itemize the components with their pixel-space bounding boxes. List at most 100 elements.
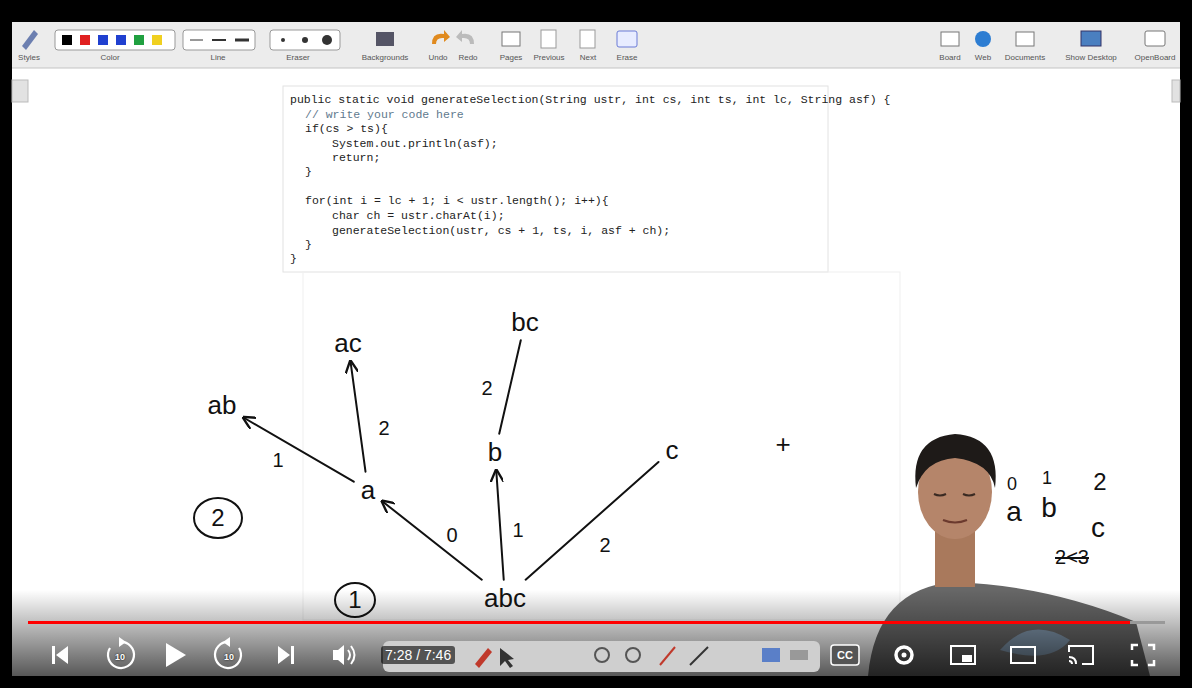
rewind-button bbox=[108, 642, 134, 668]
toolbar-label: Next bbox=[580, 53, 596, 62]
color-swatch bbox=[134, 35, 144, 45]
cast-button bbox=[1069, 646, 1093, 664]
tree-node: bc bbox=[506, 306, 543, 339]
pen-icon bbox=[475, 648, 492, 668]
edge-label: 0 bbox=[444, 524, 459, 546]
erase-icon bbox=[617, 31, 637, 47]
toolbar-label: Show Desktop bbox=[1065, 53, 1117, 62]
node-text: c bbox=[666, 436, 679, 465]
code-line: } bbox=[305, 238, 312, 251]
edge-label: 2 bbox=[479, 377, 494, 399]
next-button bbox=[291, 646, 294, 664]
toolbar-label: Pages bbox=[500, 53, 523, 62]
code-line: public static void generateSelection(Str… bbox=[290, 93, 890, 106]
edge-label: 1 bbox=[510, 519, 525, 541]
color-swatch bbox=[80, 35, 90, 45]
tree-node: b bbox=[483, 436, 507, 469]
node-text: ab bbox=[208, 391, 237, 420]
line-sample bbox=[235, 39, 249, 42]
toolbar-label: Board bbox=[939, 53, 960, 62]
openboard-icon bbox=[1145, 31, 1165, 46]
video-time: 7:28 / 7:46 bbox=[381, 646, 455, 664]
toolbar-label: Line bbox=[210, 53, 225, 62]
node-text: bc bbox=[511, 308, 538, 337]
previous-icon bbox=[541, 30, 556, 48]
web-icon bbox=[975, 31, 991, 47]
skip-seconds: 10 bbox=[224, 652, 234, 662]
toolbar-label: Backgrounds bbox=[362, 53, 409, 62]
theater-button bbox=[1011, 647, 1035, 663]
edge-label: 1 bbox=[270, 449, 285, 471]
color-swatch bbox=[62, 35, 72, 45]
rewind-button bbox=[119, 637, 126, 647]
tree-edge bbox=[496, 470, 503, 579]
tree-node: abc bbox=[479, 582, 531, 615]
settings-button bbox=[896, 647, 912, 663]
color-swatch bbox=[98, 35, 108, 45]
marker-icon bbox=[660, 647, 675, 665]
board-icon bbox=[941, 32, 959, 46]
tree-node: ab bbox=[203, 389, 242, 422]
color-swatch bbox=[116, 35, 126, 45]
fullscreen-button bbox=[1132, 645, 1154, 665]
toolbar-bar bbox=[12, 22, 1180, 68]
documents-icon bbox=[1016, 32, 1034, 46]
node-text: b bbox=[488, 438, 502, 467]
whiteboard bbox=[12, 68, 1180, 676]
toolbar-label: Web bbox=[975, 53, 991, 62]
code-line: } bbox=[290, 252, 297, 265]
line-icon bbox=[690, 647, 708, 665]
progress-played bbox=[28, 621, 1130, 624]
show-desktop-icon bbox=[1081, 31, 1101, 46]
presenter-eyes bbox=[934, 494, 975, 496]
next-icon bbox=[580, 30, 595, 48]
skip-seconds: 10 bbox=[115, 652, 125, 662]
color-picker bbox=[55, 30, 175, 50]
backgrounds-icon bbox=[376, 32, 394, 46]
toolbar-label: Undo bbox=[428, 53, 447, 62]
toolbar-border bbox=[12, 68, 1180, 69]
tree-edge bbox=[382, 501, 482, 579]
redo-icon bbox=[456, 30, 474, 44]
node-text: a bbox=[361, 476, 375, 505]
note-letter: b bbox=[1041, 492, 1057, 524]
next-button bbox=[278, 646, 290, 664]
zoom-icon bbox=[626, 648, 640, 662]
forward-button bbox=[223, 637, 230, 647]
presenter-hair bbox=[915, 434, 995, 488]
progress-remaining bbox=[1130, 621, 1165, 624]
toolbar-label: Previous bbox=[533, 53, 564, 62]
code-line: } bbox=[305, 165, 312, 178]
eraser-size bbox=[281, 38, 285, 42]
controls-shade bbox=[0, 590, 1192, 688]
capture-icon bbox=[762, 648, 780, 662]
code-line: return; bbox=[332, 151, 380, 164]
drawing-panel bbox=[303, 272, 900, 620]
forward-button bbox=[215, 642, 241, 668]
pointer-icon bbox=[500, 648, 514, 668]
code-line: for(int i = lc + 1; i < ustr.length(); i… bbox=[305, 194, 609, 207]
player-controls bbox=[52, 637, 1154, 668]
toolbar-label: OpenBoard bbox=[1135, 53, 1176, 62]
tree-edge bbox=[350, 361, 365, 471]
note-letter: a bbox=[1006, 496, 1022, 528]
previous-button bbox=[52, 646, 55, 664]
volume-button bbox=[348, 646, 355, 664]
index-note: 0 bbox=[1007, 474, 1017, 495]
volume-button bbox=[333, 645, 344, 665]
struck-note: 2<3 bbox=[1055, 546, 1089, 569]
index-note: 1 bbox=[1042, 468, 1052, 489]
tree-edge bbox=[243, 417, 353, 481]
edge-label: 2 bbox=[597, 534, 612, 556]
node-text: ac bbox=[334, 329, 361, 358]
toolbar bbox=[12, 22, 1180, 68]
eraser-picker bbox=[270, 30, 340, 50]
toolbar-label: Eraser bbox=[286, 53, 310, 62]
code-line: generateSelection(ustr, cs + 1, ts, i, a… bbox=[332, 224, 670, 237]
index-note: 2 bbox=[1093, 468, 1106, 496]
toolbar-label: Redo bbox=[458, 53, 477, 62]
previous-button bbox=[56, 646, 68, 664]
pages-icon bbox=[502, 32, 520, 46]
